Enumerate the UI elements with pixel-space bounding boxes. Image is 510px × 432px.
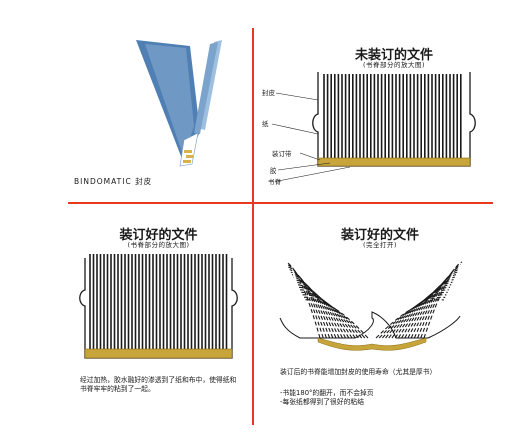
opened-page-left bbox=[295, 281, 347, 339]
bound-title: 装订好的文件 bbox=[119, 228, 198, 243]
opened-subtitle: (完全打开) bbox=[362, 241, 398, 249]
opened-pages-right bbox=[375, 261, 463, 339]
opened-description-line-3: -每张纸都得到了很好的粘结 bbox=[280, 398, 365, 406]
label-glue: 胶 bbox=[270, 167, 277, 175]
label-paper: 纸 bbox=[262, 120, 269, 128]
opened-description-line-2: -书能180°的翻开，而不会掉页 bbox=[280, 389, 374, 397]
unbound-subtitle: (书脊部分的放大图) bbox=[362, 61, 426, 69]
opened-page-right bbox=[375, 299, 445, 339]
label-spine: 书脊 bbox=[268, 178, 281, 186]
opened-page-left bbox=[285, 261, 321, 339]
unbound-paper-sheets bbox=[323, 74, 462, 158]
opened-page-right bbox=[385, 291, 448, 339]
opened-page-right bbox=[391, 286, 451, 339]
opened-page-left bbox=[289, 269, 331, 339]
opened-pages-left bbox=[285, 261, 369, 339]
opened-page-right bbox=[397, 281, 453, 339]
opened-page-right bbox=[417, 266, 460, 339]
unbound-document-illustration bbox=[271, 72, 476, 182]
bindomatic-caption: BINDOMATIC 封皮 bbox=[74, 177, 153, 186]
opened-page-right bbox=[423, 261, 463, 339]
opened-page-left bbox=[303, 299, 369, 339]
label-binding-strip: 装订带 bbox=[272, 150, 292, 158]
opened-page-left bbox=[300, 291, 359, 339]
opened-page-right bbox=[378, 296, 446, 339]
opened-page-right bbox=[394, 284, 452, 339]
unbound-title: 未装订的文件 bbox=[354, 48, 433, 63]
bound-subtitle: (书脊部分的放大图) bbox=[127, 241, 190, 249]
opened-page-left bbox=[286, 264, 324, 339]
bound-paper-sheets bbox=[89, 254, 228, 351]
opened-page-left bbox=[294, 279, 343, 339]
bound-description: 经过加热，胶水融好的渗透到了纸和布中，使得纸和书脊牢牢的粘到了一起。 bbox=[80, 376, 237, 393]
label-cover: 封皮 bbox=[262, 89, 275, 97]
opened-document-illustration bbox=[279, 261, 463, 351]
opened-page-left bbox=[301, 294, 363, 339]
opened-page-right bbox=[388, 289, 449, 339]
opened-description-line-1: 装订后的书脊能增加封皮的使用寿命（尤其是厚书） bbox=[280, 368, 437, 376]
opened-title: 装订好的文件 bbox=[340, 228, 419, 243]
opened-page-left bbox=[293, 276, 340, 339]
bound-document-illustration bbox=[79, 254, 238, 359]
opened-page-right bbox=[407, 274, 457, 339]
bindomatic-cover-illustration bbox=[136, 40, 222, 167]
opened-page-right bbox=[420, 264, 462, 339]
opened-page-left bbox=[290, 271, 334, 339]
opened-page-right bbox=[381, 294, 447, 339]
